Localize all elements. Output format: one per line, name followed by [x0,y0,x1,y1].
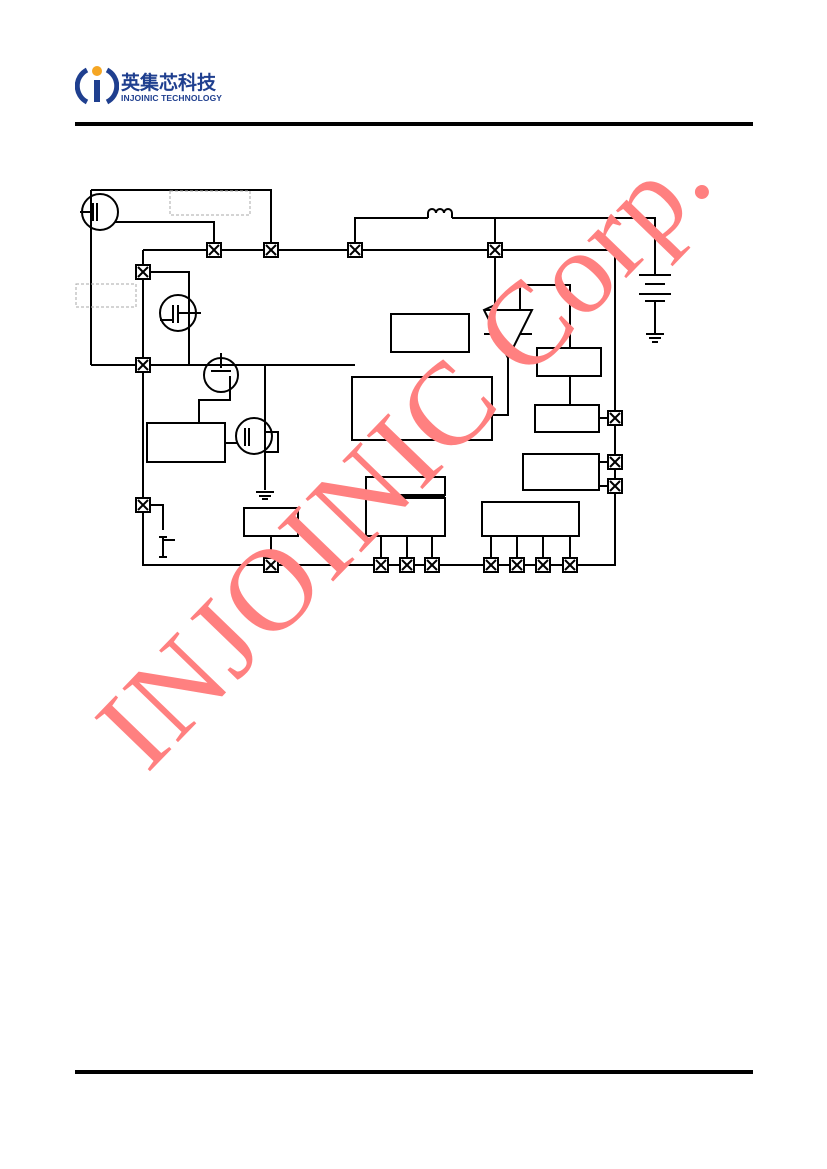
company-logo-icon [75,66,119,105]
logo-chinese-name: 英集芯科技 [121,72,217,94]
footer-divider [75,1070,753,1074]
page-header: 英集芯科技 INJOINIC TECHNOLOGY [75,62,255,110]
logo-english-name: INJOINIC TECHNOLOGY [121,93,223,103]
header-divider [75,122,753,126]
